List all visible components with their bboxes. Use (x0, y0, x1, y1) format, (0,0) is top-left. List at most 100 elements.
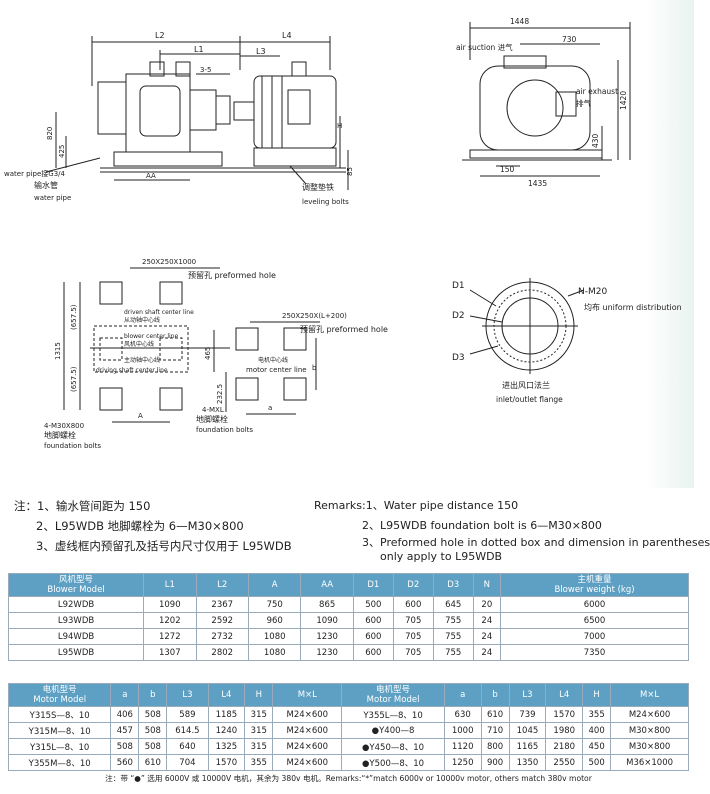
blower-cell: 600 (352, 628, 394, 645)
label-730: 730 (562, 35, 577, 44)
motor-cell: 800 (480, 738, 510, 755)
motor-cell: Y355M—8、10 (7, 754, 112, 771)
remark-en-3: 3、Preformed hole in dotted box and dimen… (362, 536, 710, 549)
motor-header-text: M×L (639, 690, 660, 700)
label-bolt-mxl: 4-MXL (202, 406, 224, 414)
label-water-pipe-en: water pipe (34, 194, 71, 202)
blower-cell: 755 (432, 612, 474, 629)
label-a-upper: A (138, 412, 143, 420)
remark-en-2: 2、L95WDB foundation bolt is 6—M30×800 (362, 519, 602, 532)
blower-header-cell: D1 (352, 573, 394, 597)
label-820: 820 (46, 127, 54, 140)
blower-cell: 600 (352, 644, 394, 661)
blower-cell: 1090 (300, 612, 354, 629)
motor-cell: 900 (480, 754, 510, 771)
motor-cell: 508 (138, 706, 168, 723)
motor-cell: Y355L—8、10 (341, 706, 445, 723)
label-leveling-cn: 调整垫铁 (302, 182, 334, 192)
motor-header-cell: H (582, 683, 612, 707)
label-blower-cn: 风机中心线 (124, 340, 154, 348)
remarks-section: 注：1、输水管间距为 150 2、L95WDB 地脚螺栓为 6—M30×800 … (0, 490, 710, 570)
motor-cell: ●Y500—8、10 (341, 754, 445, 771)
side-view (462, 22, 631, 177)
label-l2: L2 (155, 31, 165, 40)
label-85: 85 (346, 167, 354, 176)
label-blower-en: blower center line (124, 333, 178, 340)
motor-cell: 1570 (207, 754, 246, 771)
motor-header-text: H (593, 690, 600, 700)
motor-header-text: L4 (559, 690, 570, 700)
remark-cn-1: 注：1、输水管间距为 150 (14, 499, 151, 513)
label-bolt-m30: 4-M30X800 (44, 422, 84, 430)
label-nm20: N-M20 (578, 287, 607, 297)
label-air-suction: air suction 进气 (456, 42, 513, 52)
motor-header-cell: L3 (508, 683, 547, 707)
blower-cell: 1080 (247, 628, 302, 645)
motor-cell: M24×600 (272, 706, 343, 723)
flange-view (469, 278, 585, 374)
motor-cell: M30×800 (610, 738, 689, 755)
label-air-exhaust-en: air exhaust (576, 87, 618, 96)
label-1420: 1420 (619, 91, 628, 110)
drawing-svg: L2 L1 L4 L3 3-5 820 425 H 85 AA water pi… (4, 17, 682, 450)
motor-cell: 630 (443, 706, 482, 723)
motor-cell: M24×600 (272, 722, 343, 739)
motor-cell: 1240 (207, 722, 246, 739)
motor-cell: M24×600 (610, 706, 689, 723)
motor-cell: 450 (582, 738, 612, 755)
motor-header-text: H (255, 690, 262, 700)
motor-cell: 560 (110, 754, 140, 771)
label-preformed-2: 250X250X(L+200) (282, 312, 347, 320)
label-1315: 1315 (54, 342, 62, 360)
blower-header-cell: L1 (143, 573, 197, 597)
label-425: 425 (58, 145, 66, 158)
blower-header-text: N (483, 580, 491, 590)
motor-header-cell: H (244, 683, 274, 707)
blower-cell: 1080 (247, 644, 302, 661)
label-d1: D1 (452, 281, 465, 291)
motor-header-text: a (460, 690, 466, 700)
blower-cell: 755 (432, 628, 474, 645)
blower-header-text: Blower Model (47, 585, 105, 595)
label-air-exhaust-cn: 排气 (576, 98, 591, 108)
blower-header-text: D3 (447, 580, 460, 590)
motor-header-cell: M×L (272, 683, 343, 707)
motor-cell: Y315M—8、10 (7, 722, 112, 739)
label-preformed-1: 250X250X1000 (142, 258, 196, 266)
label-flange-en: inlet/outlet flange (496, 395, 563, 404)
blower-cell: 705 (392, 644, 434, 661)
label-150: 150 (500, 165, 515, 174)
blower-header-text: 主机重量 (577, 575, 612, 585)
remarks-chinese: 注：1、输水管间距为 150 2、L95WDB 地脚螺栓为 6—M30×800 … (14, 496, 314, 556)
motor-cell: 1165 (508, 738, 547, 755)
remark-en-1: Remarks:1、Water pipe distance 150 (314, 499, 519, 512)
motor-cell: 355 (582, 706, 612, 723)
label-h: H (337, 122, 342, 130)
motor-cell: 2180 (545, 738, 584, 755)
motor-cell: Y315L—8、10 (7, 738, 112, 755)
label-b: b (312, 364, 317, 372)
motor-cell: 406 (110, 706, 140, 723)
blower-cell: 1090 (143, 596, 197, 613)
label-6575-a: (657.5) (70, 304, 78, 330)
blower-header-text: Blower weight (kg) (554, 585, 635, 595)
label-aa: AA (146, 172, 156, 180)
motor-cell: 1350 (508, 754, 547, 771)
motor-cell: 1980 (545, 722, 584, 739)
blower-cell: 500 (352, 596, 394, 613)
motor-cell: 508 (138, 722, 168, 739)
motor-cell: 610 (480, 706, 510, 723)
motor-cell: 739 (508, 706, 547, 723)
blower-cell: 2732 (195, 628, 249, 645)
motor-header-cell: L3 (166, 683, 209, 707)
blower-cell: 865 (300, 596, 354, 613)
blower-header-cell: D3 (432, 573, 474, 597)
motor-header-text: Motor Model (366, 695, 420, 705)
motor-header-cell: L4 (207, 683, 246, 707)
label-d3: D3 (452, 353, 465, 363)
blower-cell: 645 (432, 596, 474, 613)
